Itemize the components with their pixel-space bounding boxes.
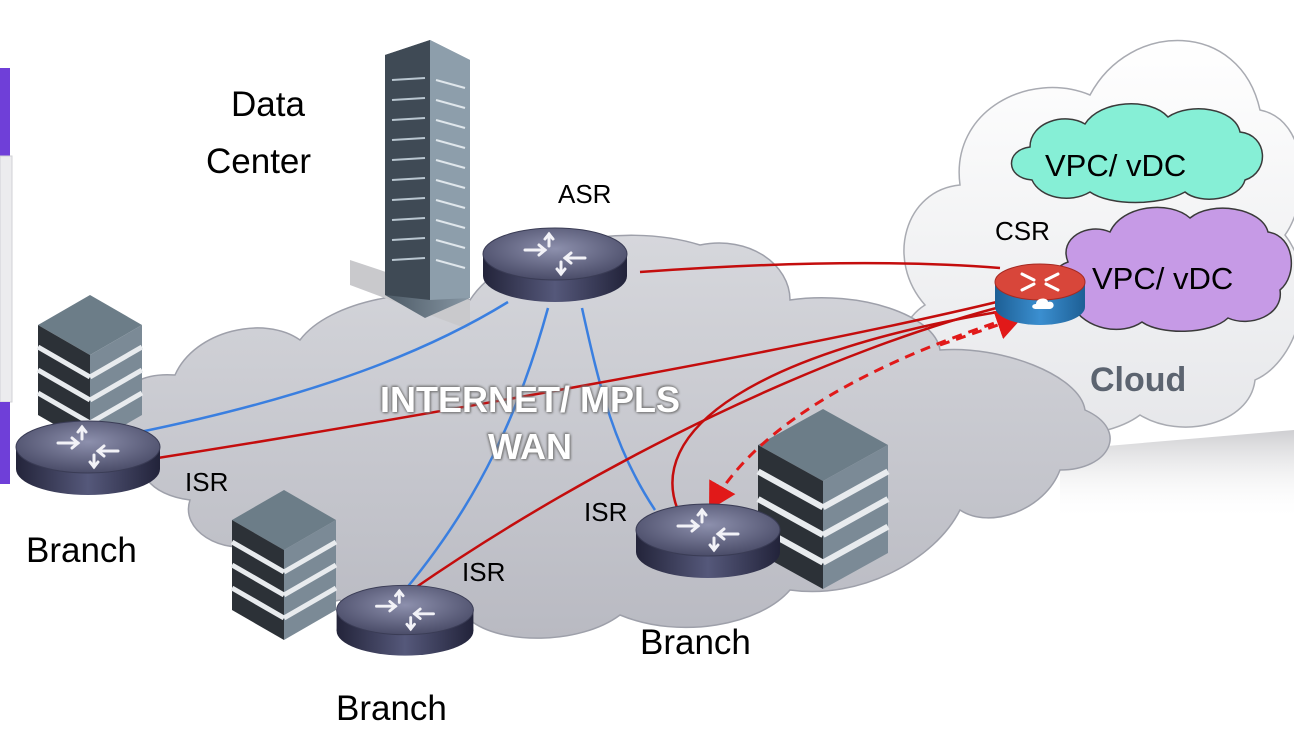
cloud-label: Cloud bbox=[1090, 361, 1187, 399]
branch-left-label: Branch bbox=[26, 531, 137, 570]
isr-right-router-icon bbox=[634, 502, 782, 580]
vpc-cloud-top-shape bbox=[1010, 103, 1264, 204]
isr-left-label: ISR bbox=[185, 467, 229, 497]
isr-bottom-router-icon bbox=[335, 583, 475, 658]
data-center-label-line2: Center bbox=[206, 142, 312, 181]
ground-shadow bbox=[1060, 430, 1294, 520]
wan-label-line1: INTERNET/ MPLS bbox=[379, 379, 680, 420]
csr-label: CSR bbox=[995, 216, 1050, 246]
slide-edge-fragments bbox=[0, 68, 13, 484]
branch-bottom-server-icon bbox=[232, 490, 336, 640]
wan-label-line2: WAN bbox=[488, 426, 572, 467]
outbound-dashed-arrow bbox=[939, 310, 1024, 347]
branch-bottom-label: Branch bbox=[336, 689, 447, 728]
asr-router-icon bbox=[481, 226, 629, 304]
isr-bottom-label: ISR bbox=[462, 557, 506, 587]
isr-right-label: ISR bbox=[584, 497, 628, 527]
asr-label: ASR bbox=[558, 179, 612, 209]
data-center-building-icon bbox=[350, 40, 470, 330]
csr-router-icon bbox=[994, 263, 1086, 325]
return-path-dashed-arrow bbox=[709, 316, 1011, 511]
branch-right-server-icon bbox=[758, 409, 888, 589]
wan-links-blue bbox=[139, 300, 657, 591]
vpc-cloud-bottom-shape bbox=[1050, 206, 1293, 332]
vpc-top-label: VPC/ vDC bbox=[1045, 148, 1187, 183]
vpc-bottom-label: VPC/ vDC bbox=[1092, 261, 1234, 296]
data-center-label-line1: Data bbox=[231, 85, 305, 124]
isr-left-router-icon bbox=[14, 419, 162, 497]
branch-right-label: Branch bbox=[640, 623, 751, 662]
cloud-links-red bbox=[144, 261, 1011, 592]
